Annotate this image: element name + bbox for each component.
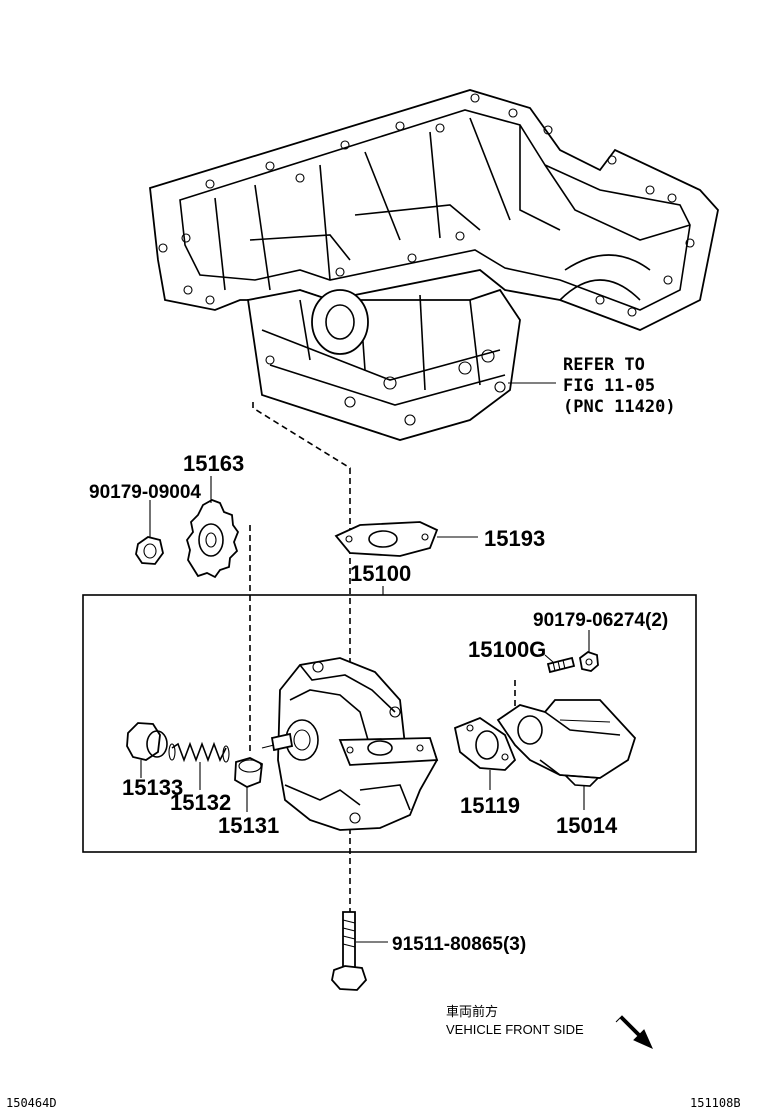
label-90179-06274: 90179-06274(2) [533, 610, 668, 631]
label-15100: 15100 [350, 561, 411, 586]
reference-line-3: (PNC 11420) [563, 397, 676, 417]
reference-line-2: FIG 11-05 [563, 376, 655, 396]
label-15100G: 15100G [468, 637, 546, 662]
figure-code-right: 151108B [690, 1096, 741, 1110]
gasket-15119 [453, 716, 517, 771]
plug-15133 [126, 722, 168, 761]
figure-code-left: 150464D [6, 1096, 57, 1110]
nut-90179-09004 [135, 536, 164, 565]
oil-pan-illustration [149, 89, 719, 441]
vehicle-front-japanese: 車両前方 [446, 1004, 498, 1019]
label-15163: 15163 [183, 451, 244, 476]
strainer-15014 [496, 699, 637, 787]
leader-15100G [544, 654, 554, 663]
label-15193: 15193 [484, 526, 545, 551]
front-direction-arrow-icon [615, 1015, 653, 1049]
assembly-box-15100 [82, 594, 697, 853]
label-15119: 15119 [460, 793, 520, 818]
bolt-91511-80865 [331, 911, 368, 991]
stud-15100G [546, 656, 576, 674]
label-91511-80865: 91511-80865(3) [392, 934, 526, 955]
oil-pump-body [261, 657, 439, 831]
reference-line-1: REFER TO [563, 355, 645, 375]
spring-15132 [168, 741, 230, 763]
label-15014: 15014 [556, 813, 618, 838]
vehicle-front-english: VEHICLE FRONT SIDE [446, 1022, 584, 1037]
assembly-dashed-line-main [252, 402, 351, 985]
valve-15131 [234, 757, 263, 788]
sprocket-15163 [186, 499, 240, 579]
label-15133: 15133 [122, 775, 183, 800]
label-15132: 15132 [170, 790, 231, 815]
gasket-15193 [334, 521, 439, 557]
label-15131: 15131 [218, 813, 279, 838]
nut-90179-06274 [579, 650, 599, 672]
label-90179-09004: 90179-09004 [89, 482, 201, 503]
